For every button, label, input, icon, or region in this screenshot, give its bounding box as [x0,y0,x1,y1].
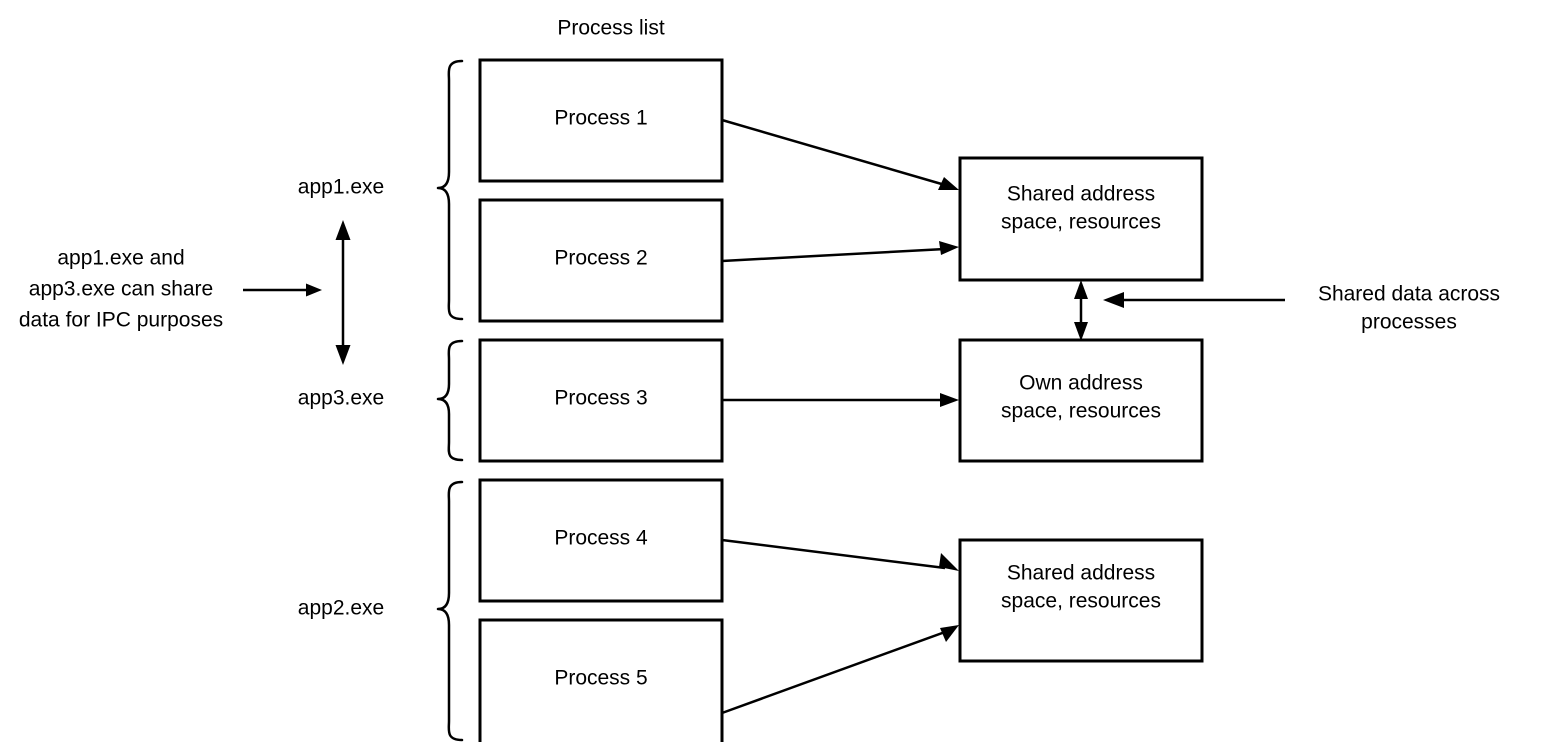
shared-data-callout-arrow [1103,292,1285,308]
memory-box-m3[interactable]: Shared address space, resources [958,538,1204,663]
right-note-line-1: Shared data across [1318,283,1500,306]
shared-memory-double-arrow [1074,280,1088,341]
app-label-app1: app1.exe [298,176,384,199]
process-box-p1[interactable]: Process 1 [478,58,724,183]
memory-box-m1[interactable]: Shared address space, resources [958,156,1204,282]
arrow-p3-to-own [722,393,959,407]
ipc-double-arrow [335,220,351,365]
note-to-ipc-arrow [243,283,322,297]
process-label-p2: Process 2 [554,247,647,270]
memory-label-m2-line2: space, resources [1001,400,1161,423]
memory-label-m1-line1: Shared address [1007,183,1155,206]
process-box-p3[interactable]: Process 3 [478,338,724,463]
arrow-p4-to-shared-bottom [721,538,959,571]
process-box-p4[interactable]: Process 4 [478,478,724,603]
memory-label-m3-line1: Shared address [1007,562,1155,585]
process-label-p3: Process 3 [554,387,647,410]
process-list-title: Process list [557,17,665,40]
process-label-p1: Process 1 [554,107,647,130]
brace-app3 [436,339,464,462]
brace-app1 [436,59,464,321]
right-note-line-2: processes [1361,311,1457,334]
arrow-p1-to-shared [721,118,959,190]
left-note-line-2: app3.exe can share [29,278,213,301]
left-note-line-3: data for IPC purposes [19,309,223,332]
memory-label-m1-line2: space, resources [1001,211,1161,234]
process-label-p5: Process 5 [554,667,647,690]
process-box-p2[interactable]: Process 2 [478,198,724,323]
memory-box-m2[interactable]: Own address space, resources [958,338,1204,463]
process-label-p4: Process 4 [554,527,648,550]
app-label-app2: app2.exe [298,597,384,620]
arrow-p5-to-shared-bottom [721,625,959,715]
process-box-p5[interactable]: Process 5 [478,618,724,742]
arrow-p2-to-shared [721,241,959,263]
brace-app2 [436,480,464,742]
memory-label-m3-line2: space, resources [1001,590,1161,613]
memory-label-m2-line1: Own address [1019,372,1143,395]
app-label-app3: app3.exe [298,387,384,410]
left-note-line-1: app1.exe and [57,247,184,270]
